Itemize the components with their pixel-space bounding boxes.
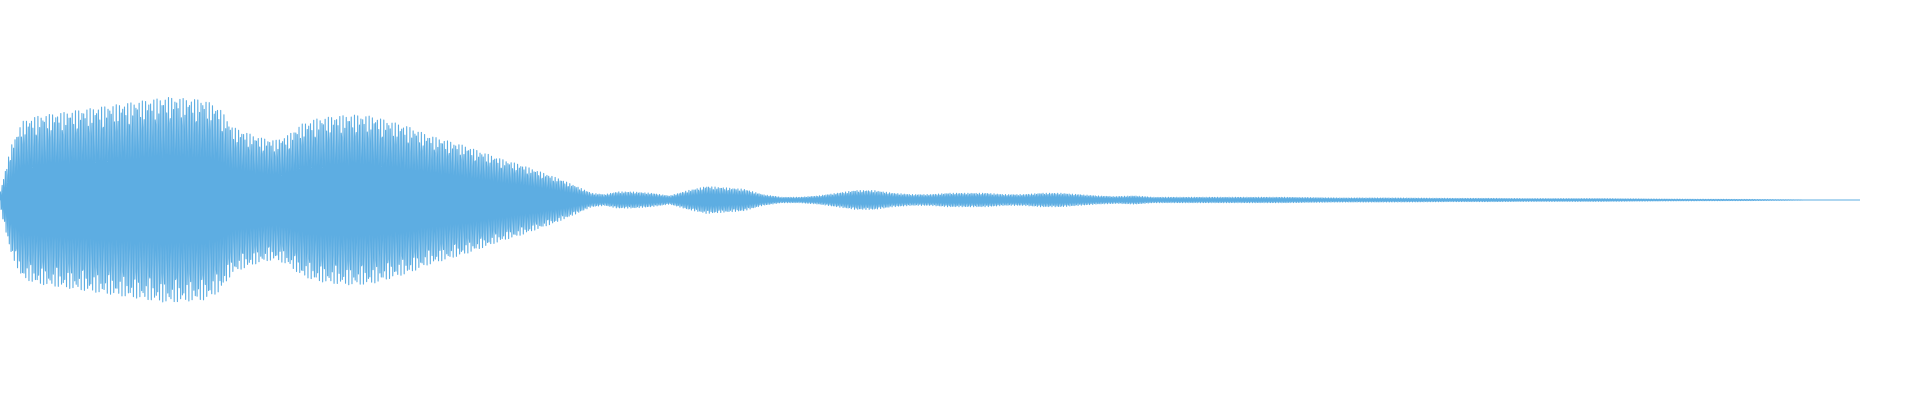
waveform-trace: [0, 97, 1861, 303]
